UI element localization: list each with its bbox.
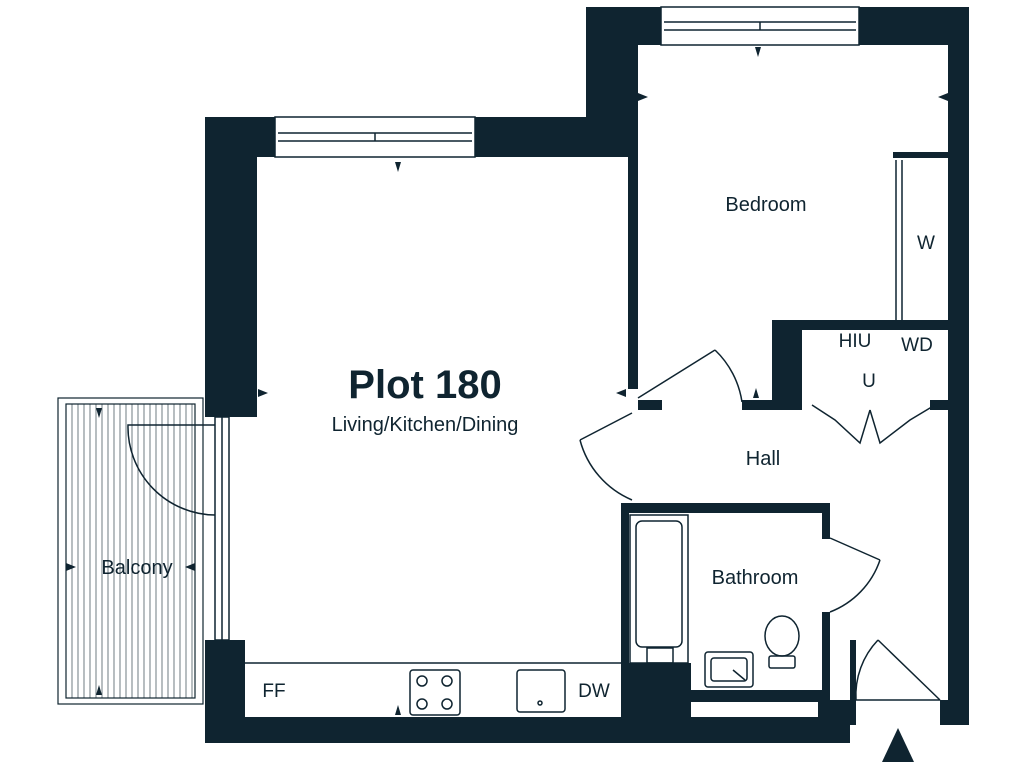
plot-title: Plot 180	[348, 363, 501, 407]
room-label-bathroom: Bathroom	[712, 567, 799, 589]
dimension-markers	[66, 47, 948, 715]
room-label-bedroom: Bedroom	[725, 194, 806, 216]
fixture-label-dishwasher: DW	[578, 681, 610, 702]
fixture-label-utility: U	[862, 371, 876, 392]
sink-icon	[516, 669, 566, 713]
window-icon	[214, 6, 860, 641]
fixture-label-wardrobe: W	[917, 233, 935, 254]
fixture-label-hiu: HIU	[839, 331, 872, 352]
toilet-icon	[764, 615, 800, 669]
sink-icon	[704, 651, 754, 688]
balcony-deck	[57, 397, 204, 705]
room-label-hall: Hall	[746, 448, 780, 470]
fixture-label-washer-dryer: WD	[901, 335, 933, 356]
walls	[205, 7, 969, 743]
hob-icon	[409, 669, 461, 716]
door-swing-icon	[127, 160, 941, 701]
room-label-balcony: Balcony	[101, 557, 172, 579]
entrance-arrow-icon	[882, 728, 914, 762]
fixture-label-fridge-freezer: FF	[262, 681, 285, 702]
bath-icon	[629, 514, 689, 664]
room-label-living: Living/Kitchen/Dining	[332, 414, 519, 436]
